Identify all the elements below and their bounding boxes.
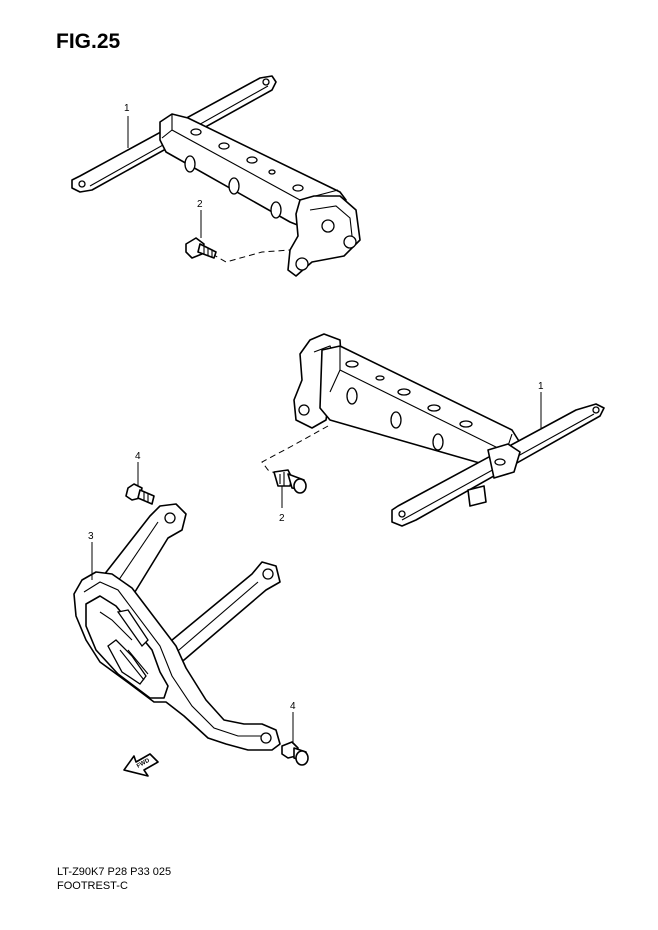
footrest-bracket-top [71,75,361,277]
callout-part-4-lower: 4 [290,701,296,712]
callout-part-2-middle: 2 [279,513,285,524]
bolt-middle [273,469,307,494]
figure-title: FIG.25 [56,30,121,53]
footrest-bracket-middle [261,333,605,527]
forward-arrow-icon: FWD [123,753,159,777]
callout-part-3: 3 [88,531,94,542]
callout-part-1-top: 1 [124,103,130,114]
bolt-lower [281,741,309,766]
callout-part-4-upper: 4 [135,451,141,462]
callout-part-1-middle: 1 [538,381,544,392]
footer-model-code: LT-Z90K7 P28 P33 025 [57,866,172,878]
callout-part-2-top: 2 [197,199,203,210]
footrest-guard [73,503,281,751]
bolt-top [185,237,217,259]
bolt-upper [125,483,155,505]
footer-part-name: FOOTREST-C [57,880,128,892]
